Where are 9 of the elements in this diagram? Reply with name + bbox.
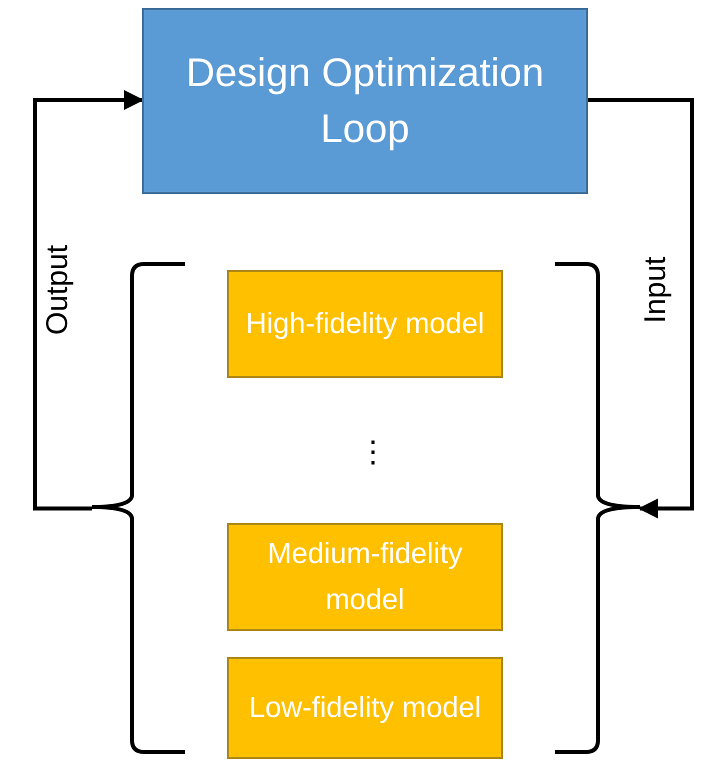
arrow bbox=[33, 90, 144, 510]
arrow bbox=[588, 98, 694, 518]
process-box: Design Optimization Loop bbox=[142, 8, 588, 194]
ellipsis: ⋮ bbox=[358, 438, 388, 468]
model-box: Low-fidelity model bbox=[227, 657, 503, 759]
edge-label: Input bbox=[639, 256, 673, 324]
model-box: High-fidelity model bbox=[227, 270, 503, 378]
edge-label: Output bbox=[41, 244, 75, 336]
model-box: Medium-fidelity model bbox=[227, 523, 503, 631]
